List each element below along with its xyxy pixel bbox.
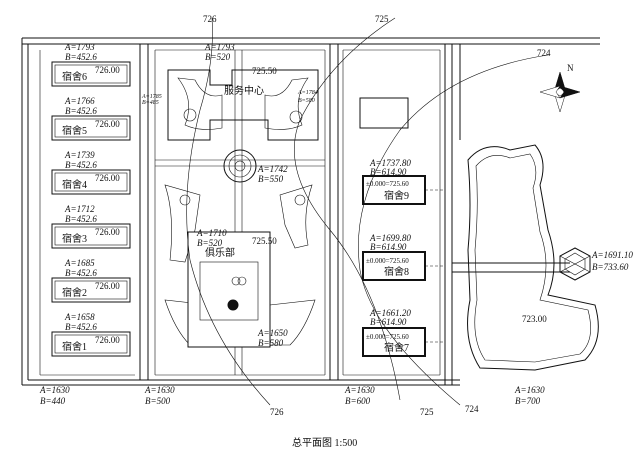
lake: 723.00 — [467, 144, 599, 371]
dorm-3-coord-b: B=452.6 — [65, 214, 97, 224]
service-center-coord-b: B=520 — [205, 52, 231, 62]
service-center: A=1793 B=520 725.50 服务中心 A=1784 B=580 — [167, 42, 319, 141]
dorm-3-elevation: 726.00 — [95, 227, 120, 237]
club-coord-b: B=520 — [197, 238, 223, 248]
dorm-4-name: 宿舍4 — [62, 178, 87, 191]
central-fountain: A=1742 B=550 — [223, 149, 288, 184]
dorm-3-coord-a: A=1712 — [64, 204, 95, 214]
dorm-8-coord-a: A=1699.80 — [369, 233, 411, 243]
bottom-coord-b-4: B=700 — [515, 396, 541, 406]
dorm-7: A=1661.20 B=614.90 ±0.000=725.60 宿舍7 — [362, 308, 426, 357]
dorm-2-coord-b: B=452.6 — [65, 268, 97, 278]
pavilion: A=1691.10 B=733.60 — [559, 247, 633, 281]
dorm-1-elevation: 726.00 — [95, 335, 120, 345]
dorm-8-floor-level: ±0.000=725.60 — [366, 257, 409, 265]
dorm-5-coord-a: A=1766 — [64, 96, 95, 106]
contour-726-top: 726 — [203, 14, 217, 24]
dorm-7-coord-b: B=614.90 — [370, 317, 407, 327]
dorm-5: A=1766 B=452.6 726.00 宿舍5 — [51, 96, 131, 141]
pavilion-coord-a: A=1691.10 — [591, 250, 633, 260]
small-dim-a: A=1785 — [141, 94, 162, 100]
dorm-4: A=1739 B=452.6 726.00 宿舍4 — [51, 150, 131, 195]
dorm-5-elevation: 726.00 — [95, 119, 120, 129]
dorm-4-elevation: 726.00 — [95, 173, 120, 183]
dorm-7-name: 宿舍7 — [384, 341, 409, 354]
dorm-9: A=1737.80 B=614.90 ±0.000=725.60 宿舍9 — [362, 158, 426, 205]
contour-724-bottom: 724 — [465, 404, 479, 414]
bottom-coord-a-4: A=1630 — [514, 385, 545, 395]
dorm-5-coord-b: B=452.6 — [65, 106, 97, 116]
dorm-column-left: A=1793 B=452.6 726.00 宿舍6 A=1766 B=452.6… — [51, 42, 162, 357]
pavilion-coord-b: B=733.60 — [592, 262, 629, 272]
bottom-coordinates: A=1630 B=440 A=1630 B=500 A=1630 B=600 A… — [39, 385, 545, 406]
service-center-name: 服务中心 — [224, 84, 264, 97]
dorm-2-elevation: 726.00 — [95, 281, 120, 291]
club-coord-b2: B=580 — [258, 338, 284, 348]
dorm-6-coord-b: B=452.6 — [65, 52, 97, 62]
dorm-8: A=1699.80 B=614.90 ±0.000=725.60 宿舍8 — [362, 233, 426, 281]
lake-elevation: 723.00 — [522, 314, 547, 324]
dorm-column-right: A=1737.80 B=614.90 ±0.000=725.60 宿舍9 A=1… — [359, 97, 445, 357]
dorm-2: A=1685 B=452.6 726.00 宿舍2 — [51, 258, 131, 303]
club-elevation: 725.50 — [252, 236, 277, 246]
center-coord-b: B=550 — [258, 174, 284, 184]
dorm-9-coord-b: B=614.90 — [370, 167, 407, 177]
small-dim-b: B=485 — [142, 99, 159, 106]
dorm-4-coord-b: B=452.6 — [65, 160, 97, 170]
bottom-coord-b-2: B=500 — [145, 396, 171, 406]
center-coord-a: A=1742 — [257, 164, 288, 174]
bottom-coord-a-1: A=1630 — [39, 385, 70, 395]
dorm-1-coord-a: A=1658 — [64, 312, 95, 322]
contour-725-bottom: 725 — [420, 407, 434, 417]
bottom-coord-b-1: B=440 — [40, 396, 66, 406]
dorm-6-coord-a: A=1793 — [64, 42, 95, 52]
club-coord-a2: A=1650 — [257, 328, 288, 338]
service-center-coord-a: A=1793 — [204, 42, 235, 52]
dorm-8-coord-b: B=614.90 — [370, 242, 407, 252]
dorm-6-name: 宿舍6 — [62, 70, 87, 83]
club-building: A=1710 B=520 725.50 俱乐部 A=1650 B=580 — [187, 228, 288, 348]
dorm-8-name: 宿舍8 — [384, 265, 409, 278]
dorm-5-name: 宿舍5 — [62, 124, 87, 137]
dorm-7-floor-level: ±0.000=725.60 — [366, 333, 409, 341]
dorm-6: A=1793 B=452.6 726.00 宿舍6 — [51, 42, 131, 87]
bottom-coord-a-3: A=1630 — [344, 385, 375, 395]
dorm-3-name: 宿舍3 — [62, 232, 87, 245]
dorm-6-elevation: 726.00 — [95, 65, 120, 75]
dorm-1: A=1658 B=452.6 726.00 宿舍1 — [51, 312, 131, 357]
north-arrow-icon: N — [539, 63, 581, 113]
dorm-2-coord-a: A=1685 — [64, 258, 95, 268]
dorm-9-name: 宿舍9 — [384, 189, 409, 202]
dorm-7-coord-a: A=1661.20 — [369, 308, 411, 318]
contour-726-bottom: 726 — [270, 407, 284, 417]
service-center-coord-b2: B=580 — [298, 98, 315, 104]
dorm-3: A=1712 B=452.6 726.00 宿舍3 — [51, 204, 131, 249]
bottom-coord-b-3: B=600 — [345, 396, 371, 406]
drawing-caption: 总平面图 1:500 — [292, 436, 357, 449]
road-network — [21, 37, 600, 386]
dorm-4-coord-a: A=1739 — [64, 150, 95, 160]
contour-724-top: 724 — [537, 48, 551, 58]
contour-lines: 726 725 724 726 725 724 — [186, 14, 551, 417]
bottom-coord-a-2: A=1630 — [144, 385, 175, 395]
club-name: 俱乐部 — [205, 246, 235, 259]
dorm-9-floor-level: ±0.000=725.60 — [366, 180, 409, 188]
north-label: N — [567, 63, 574, 73]
contour-725-top: 725 — [375, 14, 389, 24]
service-center-elevation: 725.50 — [252, 66, 277, 76]
dorm-2-name: 宿舍2 — [62, 286, 87, 299]
dorm-9-coord-a: A=1737.80 — [369, 158, 411, 168]
club-coord-a: A=1710 — [196, 228, 227, 238]
dorm-1-name: 宿舍1 — [62, 340, 87, 353]
service-center-coord-a2: A=1784 — [297, 89, 318, 96]
dorm-1-coord-b: B=452.6 — [65, 322, 97, 332]
